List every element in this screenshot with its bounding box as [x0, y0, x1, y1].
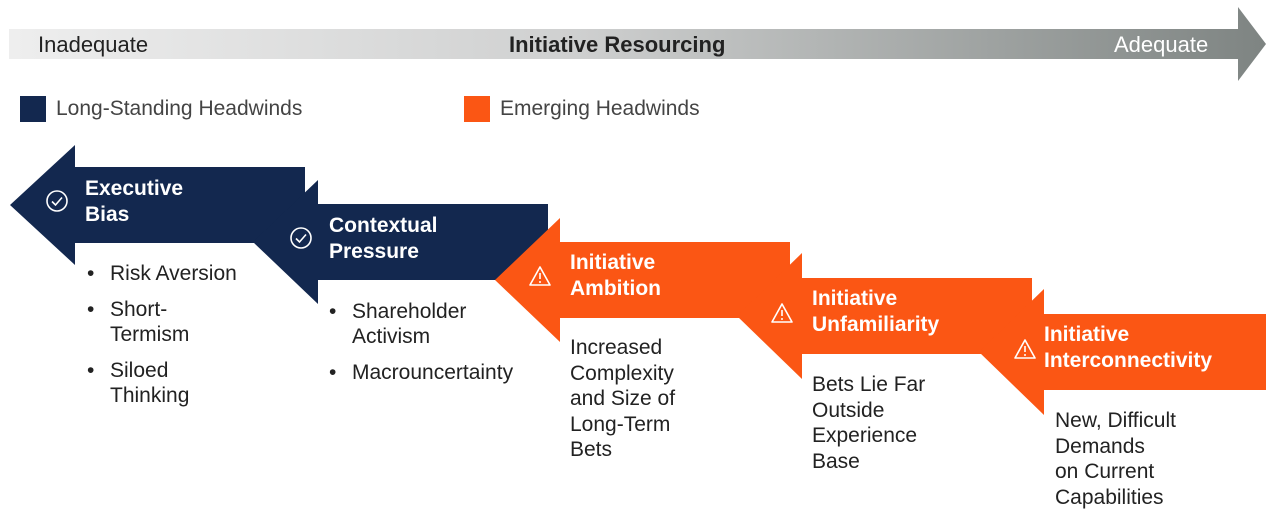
check-circle-icon: [45, 189, 69, 213]
arrow-initiative-interconnectivity: [979, 289, 1266, 415]
scale-right-label: Adequate: [1114, 32, 1209, 57]
legend-swatch-emerging: [464, 96, 490, 122]
warning-icon: [528, 264, 552, 288]
list-item: Macrouncertainty: [327, 360, 567, 385]
arrow-contextual-pressure: [253, 180, 548, 304]
warning-icon: [1013, 337, 1037, 361]
legend-label-long-standing: Long-Standing Headwinds: [56, 97, 303, 120]
warning-icon: [770, 301, 794, 325]
executive-bias-list: Risk Aversion Short-Termism SiloedThinki…: [85, 261, 285, 419]
arrow-executive-bias: [10, 145, 305, 265]
check-circle-icon: [289, 226, 313, 250]
legend-swatch-long-standing: [20, 96, 46, 122]
scale-title: Initiative Resourcing: [509, 32, 726, 57]
arrow-initiative-unfamiliarity: [737, 253, 1032, 379]
list-item: Risk Aversion: [85, 261, 285, 286]
legend-label-emerging: Emerging Headwinds: [500, 97, 700, 120]
list-item: Short-Termism: [85, 297, 285, 347]
scale-left-label: Inadequate: [38, 32, 149, 57]
arrow-initiative-ambition: [495, 218, 790, 342]
